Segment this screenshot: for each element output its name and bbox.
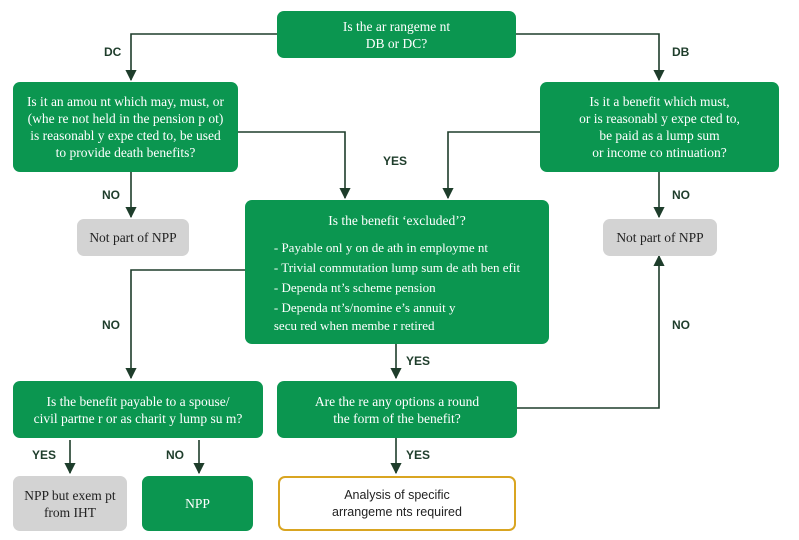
not-npp-left-text: Not part of NPP bbox=[89, 230, 177, 245]
db-question: Is it a benefit which must, or is reason… bbox=[540, 82, 779, 172]
npp-result: NPP bbox=[142, 476, 253, 531]
label-no-right-top: NO bbox=[672, 188, 690, 202]
label-no-left-mid: NO bbox=[102, 318, 120, 332]
arrow-excluded-no bbox=[125, 269, 245, 380]
analysis-result-text: Analysis of specific arrangeme nts requi… bbox=[332, 487, 462, 519]
npp-exempt: NPP but exem pt from IHT bbox=[13, 476, 127, 531]
arrow-root-to-dc bbox=[125, 33, 277, 82]
label-dc: DC bbox=[104, 45, 122, 59]
arrow-db-yes bbox=[442, 131, 540, 200]
analysis-result: Analysis of specific arrangeme nts requi… bbox=[278, 476, 516, 531]
not-npp-right: Not part of NPP bbox=[603, 219, 717, 256]
excluded-title: Is the benefit ‘excluded’? bbox=[328, 213, 466, 228]
label-no-left-top: NO bbox=[102, 188, 120, 202]
not-npp-left: Not part of NPP bbox=[77, 219, 189, 256]
excluded-item: - Payable onl y on de ath in employme nt bbox=[273, 240, 488, 255]
root-question-text: Is the ar rangeme nt DB or DC? bbox=[342, 18, 451, 51]
npp-result-text: NPP bbox=[185, 496, 210, 511]
options-question: Are the re any options a round the form … bbox=[277, 381, 517, 438]
excluded-item: - Dependa nt’s/nomine e’s annuit y secu … bbox=[273, 300, 456, 333]
label-yes-center: YES bbox=[383, 154, 408, 168]
spouse-question: Is the benefit payable to a spouse/ civi… bbox=[13, 381, 263, 438]
excluded-item: - Dependa nt’s scheme pension bbox=[273, 280, 436, 295]
root-question: Is the ar rangeme nt DB or DC? bbox=[277, 11, 516, 58]
spouse-question-text: Is the benefit payable to a spouse/ civi… bbox=[33, 393, 243, 426]
dc-question: Is it an amou nt which may, must, or (wh… bbox=[13, 82, 238, 172]
excluded-item: - Trivial commutation lump sum de ath be… bbox=[273, 260, 521, 275]
db-question-text: Is it a benefit which must, or is reason… bbox=[579, 94, 740, 160]
excluded-criteria-list: - Payable onl y on de ath in employme nt… bbox=[274, 239, 520, 337]
label-no-right-mid: NO bbox=[672, 318, 690, 332]
label-db: DB bbox=[672, 45, 690, 59]
npp-exempt-text: NPP but exem pt from IHT bbox=[24, 487, 116, 520]
arrow-root-to-db bbox=[516, 33, 665, 82]
arrow-dc-yes bbox=[237, 131, 351, 200]
arrow-options-no bbox=[517, 254, 665, 409]
excluded-question: Is the benefit ‘excluded’? - Payable onl… bbox=[245, 200, 549, 344]
options-question-text: Are the re any options a round the form … bbox=[314, 393, 480, 426]
dc-question-text: Is it an amou nt which may, must, or (wh… bbox=[26, 94, 225, 160]
label-yes-bottom-left: YES bbox=[32, 448, 57, 462]
label-yes-mid: YES bbox=[406, 354, 431, 368]
label-no-bottom-left: NO bbox=[166, 448, 184, 462]
label-yes-bottom-center: YES bbox=[406, 448, 431, 462]
not-npp-right-text: Not part of NPP bbox=[616, 230, 704, 245]
